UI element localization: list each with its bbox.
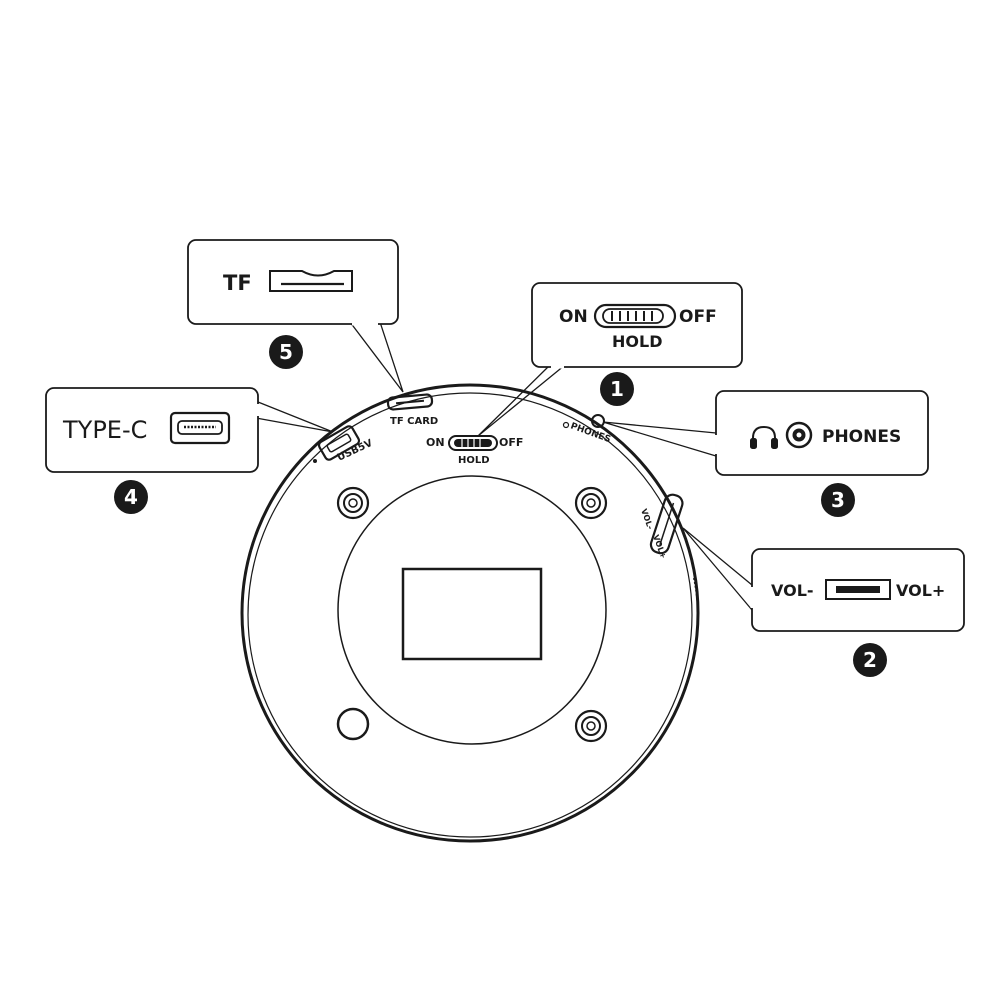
callout-power-off: OFF (679, 307, 717, 327)
device-vol-plus-label: VOL+ (651, 534, 668, 560)
device-slide-switch-icon (448, 435, 498, 451)
callout-tf-label: TF (223, 271, 252, 295)
device-outer-ring (240, 383, 700, 843)
typec-leader (255, 401, 334, 433)
badge-1-number: 1 (610, 377, 624, 401)
device-body (240, 383, 700, 843)
badge-5: 5 (269, 335, 303, 369)
callout-typec-label: TYPE-C (62, 416, 147, 444)
badge-1: 1 (600, 372, 634, 406)
badge-4: 4 (114, 480, 148, 514)
callout-vol-minus: VOL- (771, 581, 814, 600)
device-phones-dot (562, 421, 570, 429)
audio-jack-icon (785, 421, 813, 449)
callout-tf: TF (187, 239, 399, 326)
volume-leader (682, 527, 753, 611)
badge-5-number: 5 (279, 340, 293, 364)
badge-2-number: 2 (863, 648, 877, 672)
callout-volume: VOL- VOL+ (750, 548, 965, 632)
usb-indicator-dot (313, 459, 317, 463)
screw-top-left (336, 486, 370, 520)
device-switch-on-label: ON (426, 436, 445, 449)
foot-bottom-left (336, 707, 370, 741)
volume-rocker-icon (825, 579, 891, 600)
tf-leader (349, 321, 404, 393)
device-switch-off-label: OFF (499, 436, 523, 449)
callout-phones-box (715, 390, 929, 476)
screws (336, 486, 608, 743)
tf-card-label: TF CARD (390, 416, 438, 427)
device-phones-label: PHONES (569, 421, 612, 445)
display-screen (401, 567, 543, 661)
display-bezel (337, 475, 607, 745)
headphone-icon (750, 425, 778, 449)
screw-bottom-right (574, 709, 608, 743)
callout-phones-label: PHONES (822, 427, 901, 447)
screw-top-right (574, 486, 608, 520)
badge-3: 3 (821, 483, 855, 517)
volume-rocker (649, 493, 684, 555)
usb-c-port-icon (169, 411, 231, 445)
device-inner-edge (247, 392, 693, 838)
badge-3-number: 3 (831, 488, 845, 512)
callout-power: ON OFF HOLD (531, 282, 743, 369)
tf-card-slot (386, 393, 434, 411)
callout-vol-plus: VOL+ (896, 581, 945, 600)
callout-power-on: ON (559, 307, 588, 327)
leader-lines (255, 321, 753, 611)
tf-card-slot-icon (269, 270, 353, 292)
phones-leader (602, 421, 717, 457)
usb-port-label: USB5V (336, 438, 375, 464)
callout-tf-box (187, 239, 399, 325)
device-vol-minus-label: VOL- (639, 508, 655, 531)
device-audio-jack-icon (591, 414, 605, 428)
badge-4-number: 4 (124, 485, 138, 509)
callout-typec-box (45, 387, 259, 473)
badge-2: 2 (853, 643, 887, 677)
callout-phones: PHONES (714, 390, 929, 476)
callout-typec: TYPE-C (45, 387, 260, 473)
callout-power-hold: HOLD (612, 332, 662, 351)
callout-power-box (531, 282, 743, 368)
usb-port (317, 425, 361, 461)
power-leader (477, 364, 566, 437)
slide-switch-icon (593, 303, 677, 329)
device-switch-hold-label: HOLD (458, 455, 490, 466)
